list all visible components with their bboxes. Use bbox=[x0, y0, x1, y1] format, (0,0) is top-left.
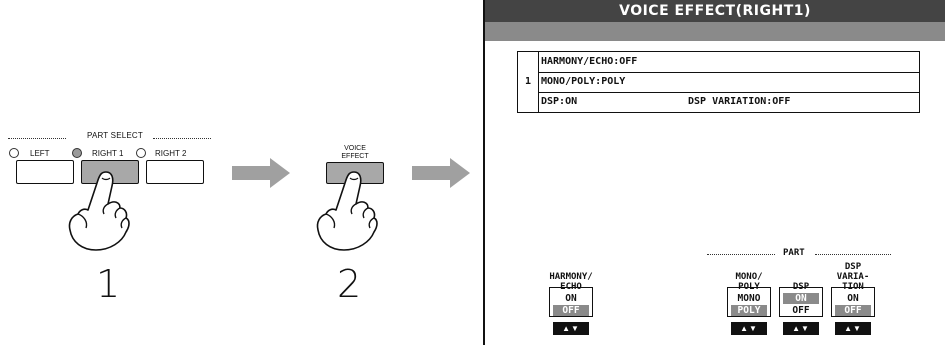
voice-effect-label-line2: EFFECT bbox=[338, 153, 372, 160]
mono-poly-status: MONO/POLY:POLY bbox=[538, 72, 919, 93]
right2-button-label: RIGHT 2 bbox=[155, 149, 186, 158]
part-select-label: PART SELECT bbox=[20, 131, 210, 143]
dsp-status-row: DSP:ON DSP VARIATION:OFF bbox=[538, 92, 919, 112]
step-number-1: 1 bbox=[96, 262, 120, 306]
harmony-echo-option-on[interactable]: ON bbox=[553, 293, 589, 304]
harmony-echo-status: HARMONY/ECHO:OFF bbox=[538, 52, 919, 73]
part-right2-button[interactable] bbox=[146, 160, 204, 184]
left-button-label: LEFT bbox=[30, 149, 50, 158]
led-right1 bbox=[72, 148, 82, 158]
dsp-option-off[interactable]: OFF bbox=[783, 305, 819, 316]
mono-poly-updown-button[interactable]: ▲▼ bbox=[731, 322, 767, 335]
voice-effect-screen: VOICE EFFECT(RIGHT1) 1 HARMONY/ECHO:OFF … bbox=[483, 0, 945, 345]
dsp-variation-status: DSP VARIATION:OFF bbox=[688, 92, 790, 112]
dsp-variation-label-line1: DSP bbox=[827, 262, 879, 272]
mono-poly-option-mono[interactable]: MONO bbox=[731, 293, 767, 304]
dsp-updown-button[interactable]: ▲▼ bbox=[783, 322, 819, 335]
led-left bbox=[9, 148, 19, 158]
dsp-status: DSP:ON bbox=[541, 96, 577, 107]
voice-effect-label-line1: VOICE bbox=[340, 145, 370, 152]
pressing-hand-icon bbox=[310, 170, 380, 255]
harmony-echo-option-off[interactable]: OFF bbox=[553, 305, 589, 316]
harmony-echo-label-line1: HARMONY/ bbox=[541, 272, 601, 282]
dsp-variation-updown-button[interactable]: ▲▼ bbox=[835, 322, 871, 335]
part-group-dots-left bbox=[707, 254, 775, 255]
dsp-variation-option-off[interactable]: OFF bbox=[835, 305, 871, 316]
screen-title: VOICE EFFECT(RIGHT1) bbox=[485, 0, 945, 22]
dsp-variation-option-on[interactable]: ON bbox=[835, 293, 871, 304]
pressing-hand-icon bbox=[62, 170, 132, 255]
step-number-2: 2 bbox=[337, 262, 361, 306]
arrow-right-icon bbox=[412, 158, 470, 188]
right1-button-label: RIGHT 1 bbox=[92, 149, 123, 158]
voice-effect-status-table: 1 HARMONY/ECHO:OFF MONO/POLY:POLY DSP:ON… bbox=[517, 51, 920, 113]
screen-subheader-bar bbox=[485, 22, 945, 41]
part-number: 1 bbox=[518, 72, 538, 92]
part-group-label: PART bbox=[783, 248, 805, 258]
arrow-right-icon bbox=[232, 158, 290, 188]
part-group-dots-right bbox=[815, 254, 891, 255]
mono-poly-label-line1: MONO/ bbox=[723, 272, 775, 282]
dsp-variation-label-line2: VARIA- bbox=[827, 272, 879, 282]
mono-poly-option-poly[interactable]: POLY bbox=[731, 305, 767, 316]
dsp-option-on[interactable]: ON bbox=[783, 293, 819, 304]
harmony-echo-updown-button[interactable]: ▲▼ bbox=[553, 322, 589, 335]
part-select-dots-right bbox=[153, 138, 211, 139]
led-right2 bbox=[136, 148, 146, 158]
